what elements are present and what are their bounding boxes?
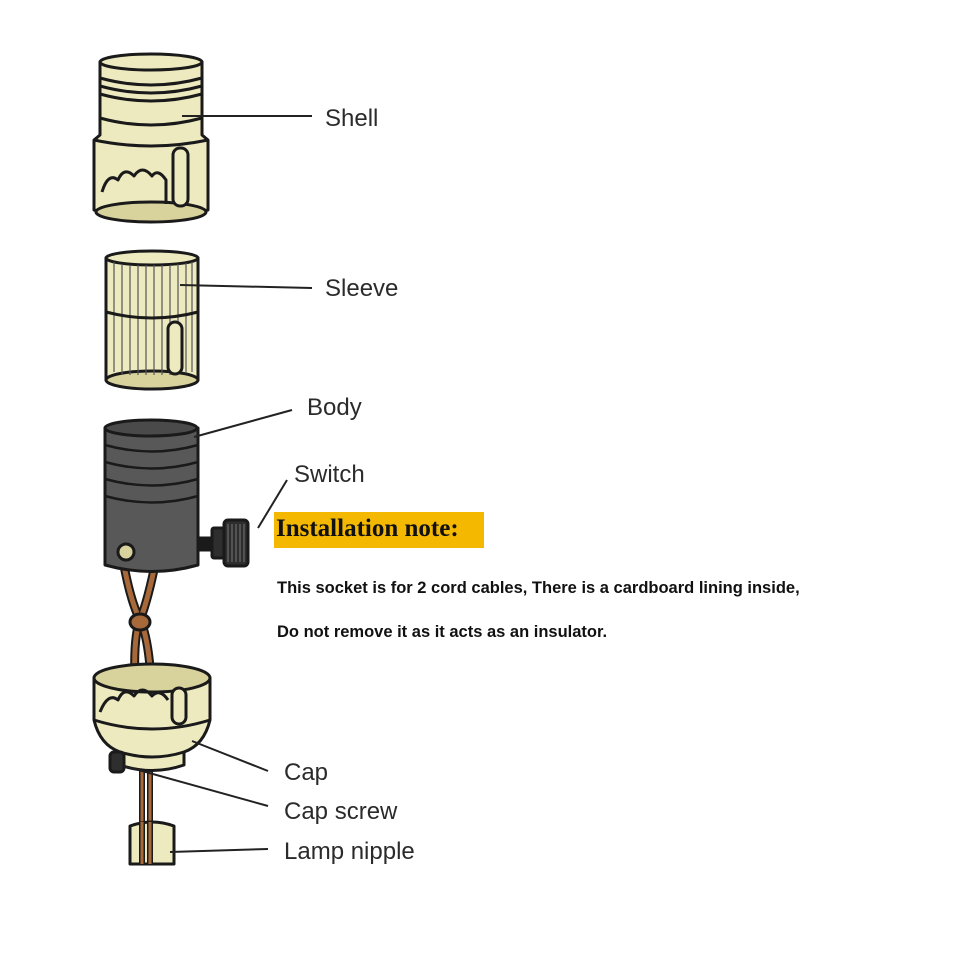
installation-note-title: Installation note: <box>276 515 459 542</box>
note-title-highlight <box>274 512 484 548</box>
leader-cap <box>191 740 269 772</box>
label-switch: Switch <box>294 461 365 488</box>
label-cap-screw: Cap screw <box>284 798 398 825</box>
leader-body <box>193 409 293 438</box>
label-sleeve: Sleeve <box>325 275 398 302</box>
leader-sleeve <box>179 284 313 289</box>
body-part <box>103 418 200 573</box>
label-lamp-nipple: Lamp nipple <box>284 838 415 865</box>
label-shell: Shell <box>325 105 378 132</box>
shell-part <box>92 52 210 224</box>
cap-screw-part <box>108 750 126 774</box>
lamp-nipple-part <box>128 820 176 866</box>
sleeve-part <box>104 249 200 391</box>
label-body: Body <box>307 394 362 421</box>
cap-part <box>92 662 212 772</box>
installation-note-line: Do not remove it as it acts as an insula… <box>277 623 608 641</box>
label-cap: Cap <box>284 759 328 786</box>
leader-lines <box>123 115 313 853</box>
switch-knob <box>196 518 250 568</box>
leader-switch <box>257 479 288 529</box>
leader-lamp-nipple <box>169 848 269 853</box>
leader-cap-screw <box>123 765 269 807</box>
installation-note-line: This socket is for 2 cord cables, There … <box>277 579 800 597</box>
